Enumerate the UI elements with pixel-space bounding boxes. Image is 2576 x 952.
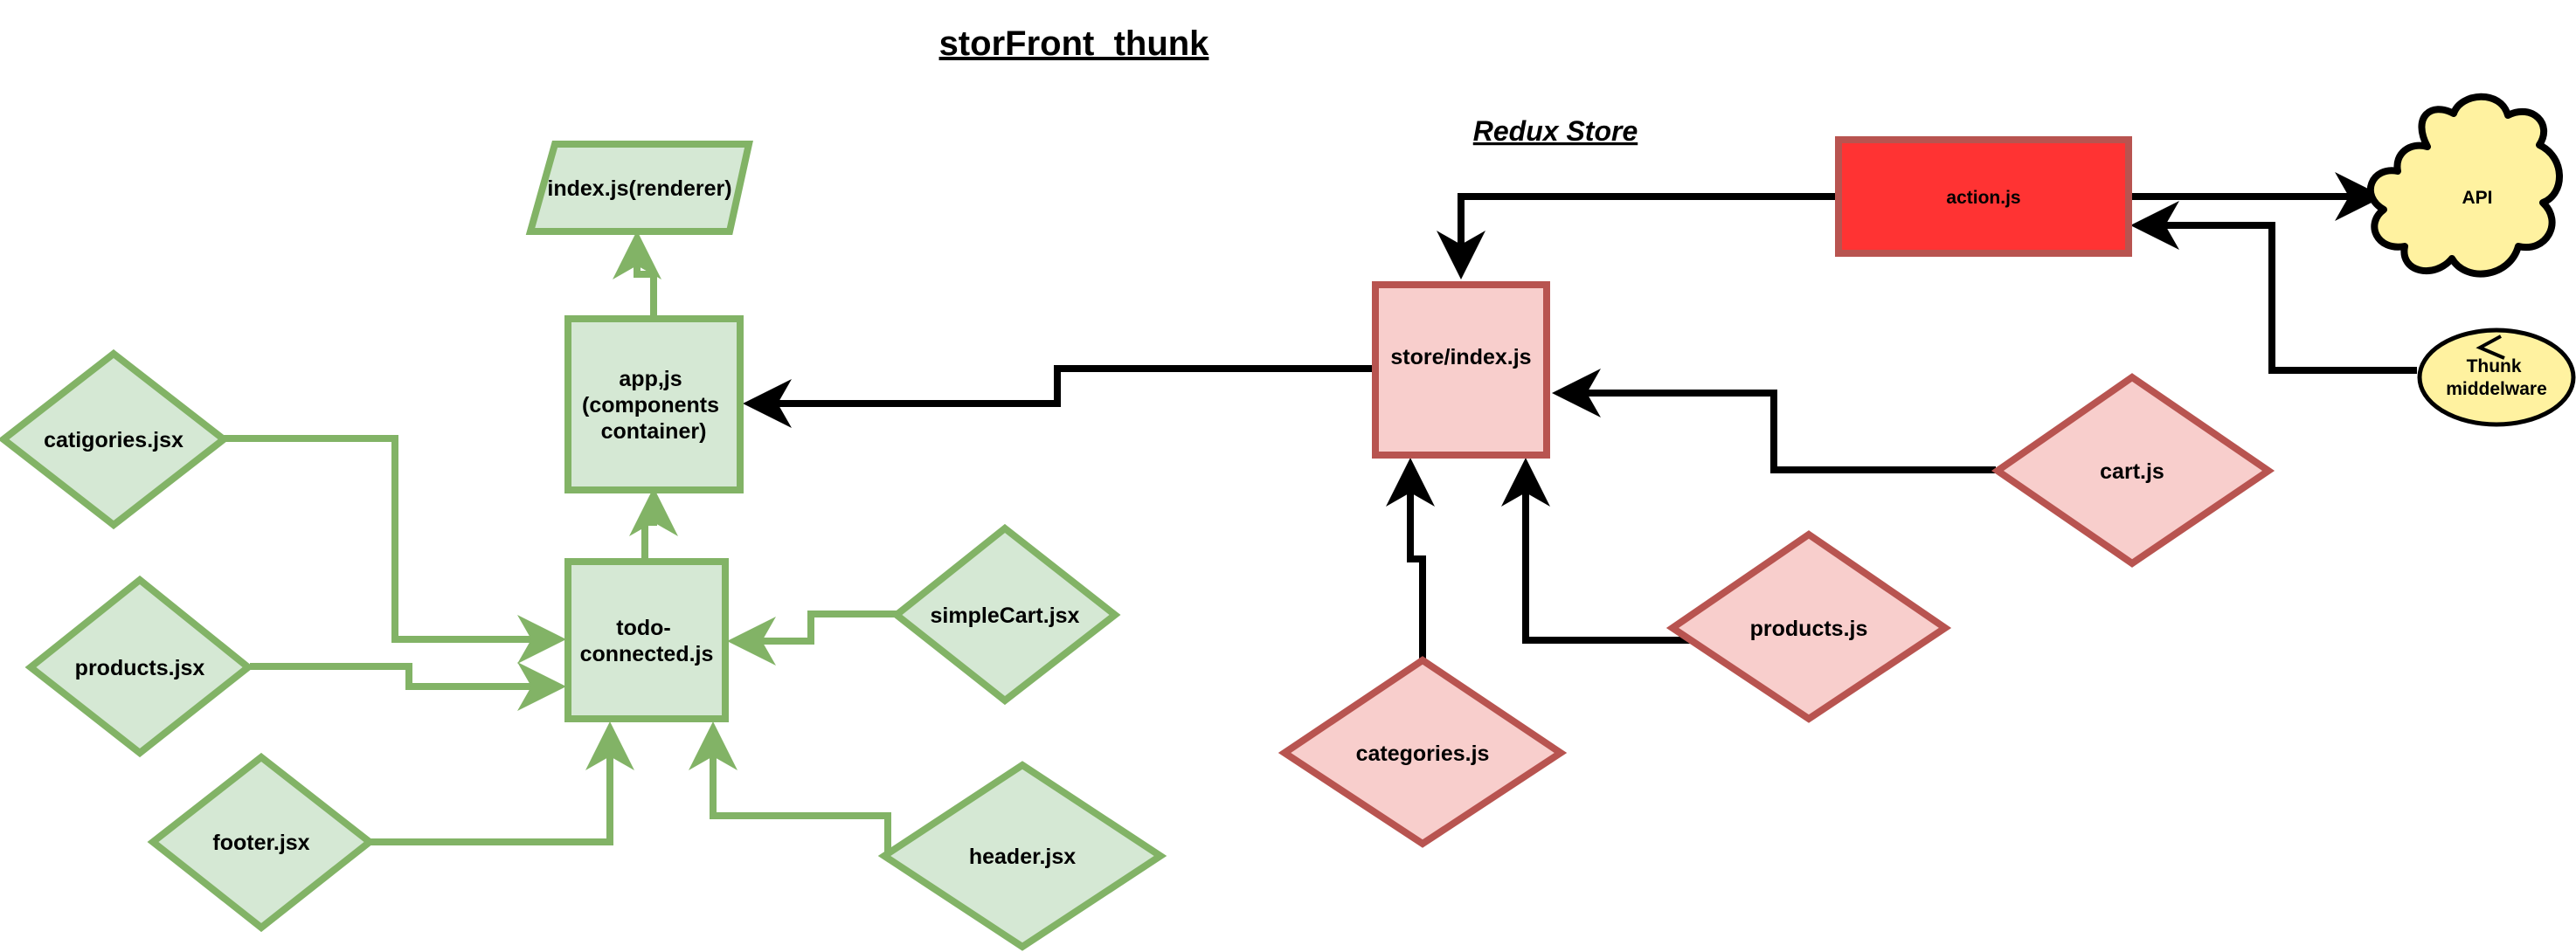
- edge-store-to-app: [743, 365, 1374, 428]
- edge-action-to-store: [1437, 193, 1839, 279]
- cart-js-node[interactable]: cart.js: [1991, 373, 2275, 568]
- diagram-title: storFront_thunk: [939, 24, 1210, 63]
- svg-text:store/index.js: store/index.js: [1390, 345, 1531, 369]
- edge-app-to-index: [613, 231, 661, 316]
- svg-text:Thunk middelware: Thunk middelware: [2446, 356, 2547, 399]
- store-index-node[interactable]: store/index.js: [1372, 281, 1550, 459]
- catigories-jsx-node[interactable]: catigories.jsx: [0, 348, 230, 530]
- svg-text:catigories.jsx: catigories.jsx: [44, 428, 184, 452]
- svg-text:action.js: action.js: [1946, 188, 2020, 208]
- svg-text:header.jsx: header.jsx: [969, 845, 1076, 869]
- products-js-node[interactable]: products.js: [1665, 530, 1952, 723]
- api-cloud-node[interactable]: API: [2366, 93, 2563, 278]
- app-container-node[interactable]: app,js (components container): [564, 315, 744, 493]
- todo-connected-node[interactable]: todo- connected.js: [564, 558, 729, 722]
- svg-text:index.js(renderer): index.js(renderer): [547, 176, 731, 201]
- categories-js-node[interactable]: categories.js: [1278, 656, 1568, 848]
- svg-text:todo- connected.js: todo- connected.js: [580, 616, 714, 666]
- edge-todo-to-app: [629, 487, 678, 561]
- svg-text:app,js (components: app,js (components container): [582, 367, 725, 444]
- svg-text:footer.jsx: footer.jsx: [212, 831, 309, 855]
- svg-text:products.jsx: products.jsx: [75, 656, 205, 680]
- edge-products-js-to-store: [1501, 458, 1690, 644]
- edge-categories-js-to-store: [1386, 458, 1435, 660]
- svg-text:API: API: [2462, 188, 2492, 208]
- edge-catigories-to-todo: [220, 435, 566, 664]
- edge-simplecart-to-todo: [727, 611, 898, 666]
- svg-text:simpleCart.jsx: simpleCart.jsx: [931, 604, 1080, 628]
- edge-cart-to-store: [1552, 369, 1996, 473]
- simplecart-jsx-node[interactable]: simpleCart.jsx: [890, 523, 1121, 706]
- redux-store-subtitle: Redux Store: [1473, 115, 1638, 147]
- header-jsx-node[interactable]: header.jsx: [877, 761, 1167, 951]
- svg-text:categories.js: categories.js: [1356, 742, 1490, 766]
- edge-products-jsx-to-todo: [250, 662, 566, 711]
- products-jsx-node[interactable]: products.jsx: [24, 575, 254, 758]
- thunk-middleware-node[interactable]: Thunk middelware: [2417, 328, 2576, 427]
- thunk-pointer-icon: [2476, 335, 2505, 360]
- edge-footer-to-todo: [370, 721, 634, 845]
- footer-jsx-node[interactable]: footer.jsx: [147, 752, 376, 933]
- index-renderer-node[interactable]: index.js(renderer): [525, 141, 753, 235]
- edge-header-to-todo: [689, 721, 891, 856]
- action-js-node[interactable]: action.js: [1835, 136, 2132, 257]
- edge-thunk-to-action: [2130, 201, 2417, 374]
- svg-text:products.js: products.js: [1750, 617, 1868, 641]
- svg-text:cart.js: cart.js: [2100, 459, 2164, 484]
